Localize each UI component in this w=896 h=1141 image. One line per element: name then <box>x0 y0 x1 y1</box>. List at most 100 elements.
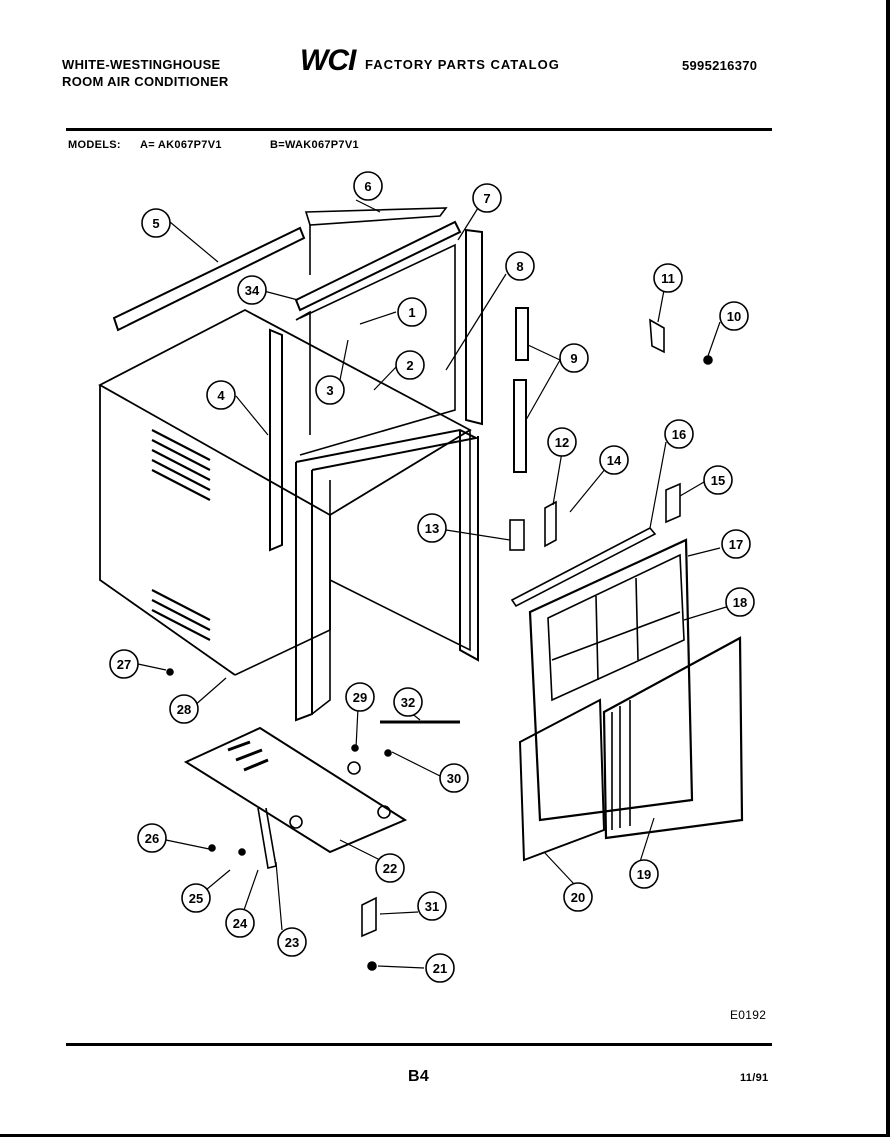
callout-circle <box>353 171 383 201</box>
callout-circle <box>169 694 199 724</box>
callout-10: 10 <box>719 301 749 331</box>
callout-label: 26 <box>145 831 159 846</box>
callout-14: 14 <box>599 445 629 475</box>
callout-circle <box>703 465 733 495</box>
callout-circle <box>206 380 236 410</box>
callout-16: 16 <box>664 419 694 449</box>
callout-label: 19 <box>637 867 651 882</box>
header-rule <box>66 128 772 131</box>
callout-1: 1 <box>397 297 427 327</box>
wci-logo: WCI <box>300 44 356 77</box>
callout-7: 7 <box>472 183 502 213</box>
callout-circle <box>559 343 589 373</box>
callout-circle <box>181 883 211 913</box>
callout-9: 9 <box>559 343 589 373</box>
callout-circle <box>393 687 423 717</box>
callout-circle <box>375 853 405 883</box>
callout-19: 19 <box>629 859 659 889</box>
model-b: B=WAK067P7V1 <box>270 139 359 151</box>
brand-line-2: ROOM AIR CONDITIONER <box>62 74 229 89</box>
callout-label: 25 <box>189 891 203 906</box>
callout-circle <box>505 251 535 281</box>
callout-label: 15 <box>711 473 725 488</box>
callout-label: 34 <box>245 283 260 298</box>
callout-label: 16 <box>672 427 686 442</box>
brand-line-1: WHITE-WESTINGHOUSE <box>62 57 221 72</box>
callout-label: 2 <box>406 358 413 373</box>
callout-label: 29 <box>353 690 367 705</box>
callout-circle <box>345 682 375 712</box>
callout-circle <box>225 908 255 938</box>
base-pan <box>183 720 460 869</box>
callout-label: 31 <box>425 899 439 914</box>
callout-circle <box>725 587 755 617</box>
callout-circle <box>395 350 425 380</box>
callout-label: 6 <box>364 179 371 194</box>
callout-4: 4 <box>206 380 236 410</box>
callout-20: 20 <box>563 882 593 912</box>
callout-label: 32 <box>401 695 415 710</box>
callout-label: 30 <box>447 771 461 786</box>
callout-label: 7 <box>483 191 490 206</box>
callout-circle <box>417 513 447 543</box>
callout-label: 24 <box>233 916 248 931</box>
callout-circle <box>563 882 593 912</box>
callout-circle <box>141 208 171 238</box>
callout-11: 11 <box>653 263 683 293</box>
callout-label: 13 <box>425 521 439 536</box>
front-grille <box>518 538 744 862</box>
callout-34: 34 <box>237 275 267 305</box>
callout-6: 6 <box>353 171 383 201</box>
callout-circle <box>109 649 139 679</box>
callout-circle <box>653 263 683 293</box>
callout-label: 3 <box>326 383 333 398</box>
callout-label: 8 <box>516 259 523 274</box>
callout-circle <box>417 891 447 921</box>
callout-circle <box>547 427 577 457</box>
callout-8: 8 <box>505 251 535 281</box>
callout-label: 21 <box>433 961 447 976</box>
models-label: MODELS: <box>68 139 121 151</box>
callout-31: 31 <box>417 891 447 921</box>
callout-label: 22 <box>383 861 397 876</box>
callout-circle <box>629 859 659 889</box>
callout-label: 11 <box>661 271 675 286</box>
callout-circle <box>425 953 455 983</box>
callout-27: 27 <box>109 649 139 679</box>
model-a: A= AK067P7V1 <box>140 139 222 151</box>
callout-circle <box>397 297 427 327</box>
callout-32: 32 <box>393 687 423 717</box>
callout-circle <box>277 927 307 957</box>
callout-label: 4 <box>217 388 225 403</box>
callout-13: 13 <box>417 513 447 543</box>
page-label: B4 <box>408 1068 430 1085</box>
callout-label: 5 <box>152 216 159 231</box>
callout-label: 9 <box>570 351 577 366</box>
callout-22: 22 <box>375 853 405 883</box>
callout-label: 20 <box>571 890 585 905</box>
callout-24: 24 <box>225 908 255 938</box>
callout-5: 5 <box>141 208 171 238</box>
callout-26: 26 <box>137 823 167 853</box>
callout-15: 15 <box>703 465 733 495</box>
callout-29: 29 <box>345 682 375 712</box>
callout-label: 23 <box>285 935 299 950</box>
diagram-code: E0192 <box>730 1008 767 1022</box>
callout-17: 17 <box>721 529 751 559</box>
callout-28: 28 <box>169 694 199 724</box>
date-label: 11/91 <box>740 1072 769 1084</box>
callout-3: 3 <box>315 375 345 405</box>
callout-label: 18 <box>733 595 747 610</box>
callout-circle <box>721 529 751 559</box>
callout-23: 23 <box>277 927 307 957</box>
leader-lines <box>137 199 737 969</box>
callout-circle <box>137 823 167 853</box>
callout-label: 28 <box>177 702 191 717</box>
callout-label: 10 <box>727 309 741 324</box>
callout-2: 2 <box>395 350 425 380</box>
callout-label: 17 <box>729 537 743 552</box>
callout-25: 25 <box>181 883 211 913</box>
callout-circle <box>315 375 345 405</box>
